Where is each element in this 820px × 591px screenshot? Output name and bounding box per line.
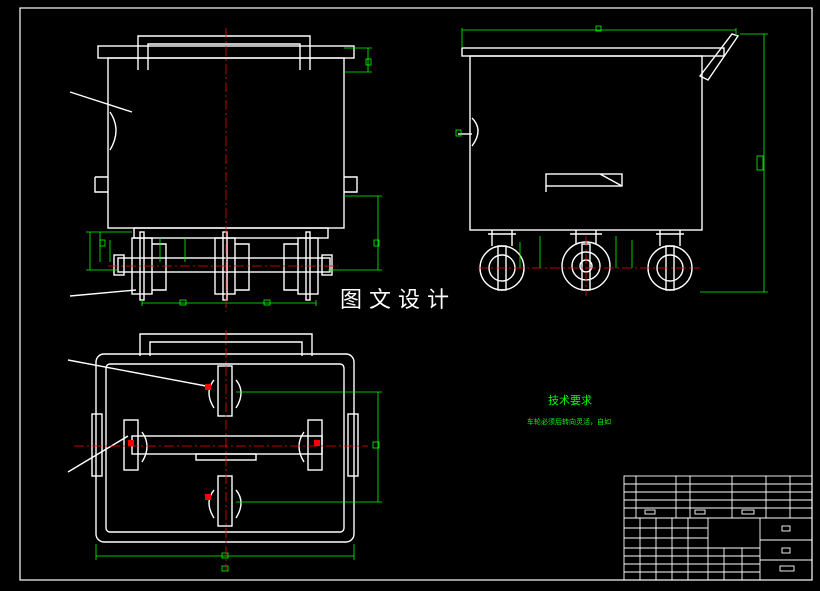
title-block [623, 475, 813, 581]
front-view [69, 35, 358, 301]
side-view-centerlines [478, 236, 700, 296]
side-view [458, 33, 740, 291]
front-view-centerlines [108, 28, 338, 312]
top-view [67, 333, 359, 543]
top-view-centerlines [74, 330, 368, 570]
drawing-border [19, 7, 813, 581]
front-view-dimensions [86, 47, 382, 306]
top-view-dimensions [95, 391, 382, 572]
top-view-details [128, 384, 320, 500]
tech-requirements-title: 技术要求 [548, 394, 592, 407]
tech-requirements-note: 车轮必须后转向灵活，自如 [527, 418, 611, 426]
side-view-dimensions [455, 25, 768, 293]
watermark-text: 图文设计 [340, 288, 457, 313]
